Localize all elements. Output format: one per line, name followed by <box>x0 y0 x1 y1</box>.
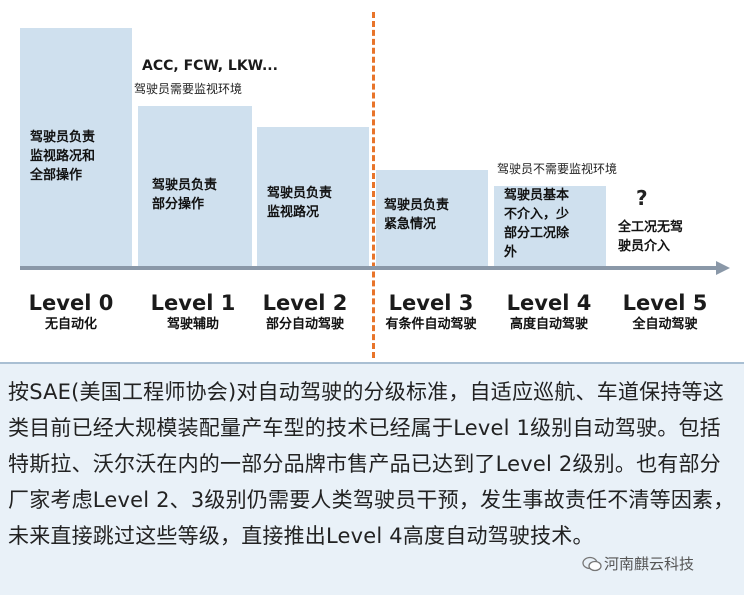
level-3-name: Level 3 <box>388 291 474 315</box>
level-2-desc: 部分自动驾驶 <box>265 317 344 332</box>
role-level-1: 驾驶员负责 部分操作 <box>152 178 218 212</box>
unknown-mark: ? <box>636 186 648 210</box>
role-level-3: 驾驶员负责 紧急情况 <box>384 198 450 232</box>
bar-level-1 <box>138 106 252 266</box>
supervision-divider <box>372 12 375 358</box>
level-0-desc: 无自动化 <box>44 317 97 332</box>
role-level-2: 驾驶员负责 监视路况 <box>267 186 333 220</box>
watermark-text: 河南麒云科技 <box>604 555 695 573</box>
role-level-5: 全工况无驾 驶员介入 <box>618 220 684 254</box>
role-level-0: 驾驶员负责 监视路况和 全部操作 <box>30 130 96 183</box>
level-4-label: Level 4 高度自动驾驶 <box>490 290 608 334</box>
no-supervise-note: 驾驶员不需要监视环境 <box>497 162 618 176</box>
watermark: 河南麒云科技 <box>582 553 694 574</box>
level-2-label: Level 2 部分自动驾驶 <box>246 290 364 334</box>
level-5-name: Level 5 <box>622 291 708 315</box>
level-1-name: Level 1 <box>150 291 236 315</box>
wechat-icon <box>582 556 602 572</box>
bar-level-0 <box>20 28 132 266</box>
level-axis <box>20 266 720 270</box>
bar-level-3 <box>376 170 488 266</box>
level-3-desc: 有条件自动驾驶 <box>385 317 477 332</box>
bar-level-2 <box>257 127 369 266</box>
level-0-label: Level 0 无自动化 <box>12 290 130 334</box>
level-3-label: Level 3 有条件自动驾驶 <box>372 290 490 334</box>
caption-panel: 按SAE(美国工程师协会)对自动驾驶的分级标准，自适应巡航、车道保持等这类目前已… <box>0 362 744 595</box>
level-5-label: Level 5 全自动驾驶 <box>606 290 724 334</box>
caption-text: 按SAE(美国工程师协会)对自动驾驶的分级标准，自适应巡航、车道保持等这类目前已… <box>8 380 735 548</box>
level-1-label: Level 1 驾驶辅助 <box>134 290 252 334</box>
adas-examples: ACC, FCW, LKW... <box>142 58 278 74</box>
level-5-desc: 全自动驾驶 <box>632 317 698 332</box>
level-4-name: Level 4 <box>506 291 592 315</box>
level-0-name: Level 0 <box>28 291 114 315</box>
axis-arrow-icon <box>716 261 730 275</box>
bar-level-4 <box>494 186 606 266</box>
level-2-name: Level 2 <box>262 291 348 315</box>
levels-diagram: 驾驶员负责 监视路况和 全部操作 驾驶员负责 部分操作 驾驶员负责 监视路况 驾… <box>12 12 730 358</box>
level-4-desc: 高度自动驾驶 <box>509 317 588 332</box>
level-1-desc: 驾驶辅助 <box>166 317 219 332</box>
supervise-note: 驾驶员需要监视环境 <box>134 82 243 96</box>
role-level-4: 驾驶员基本 不介入，少 部分工况除 外 <box>504 188 570 260</box>
